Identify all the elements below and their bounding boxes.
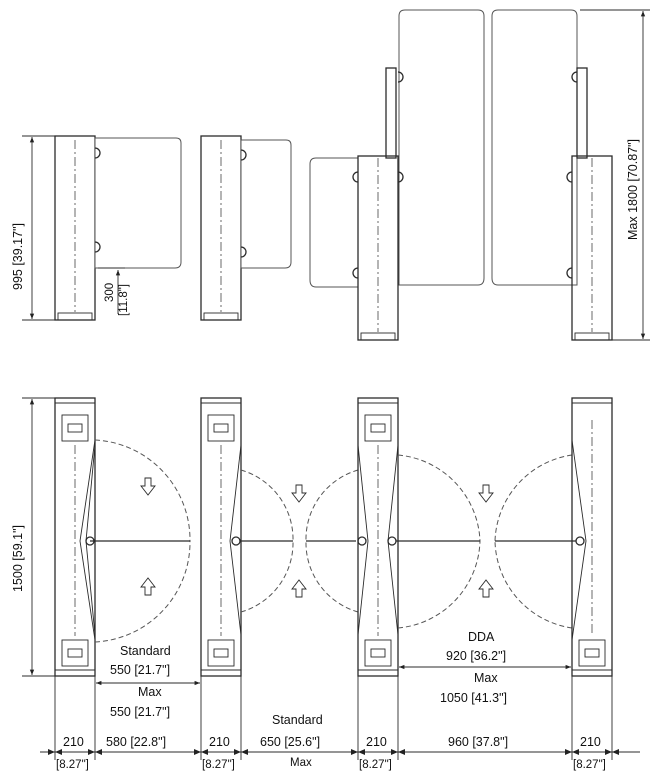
lane-2-max: Max <box>290 757 312 769</box>
side-cabinet-1: 300 [11.8"] <box>54 135 182 321</box>
dda-max-value: 1050 [41.3"] <box>440 691 507 705</box>
dda-max-title: Max <box>474 671 498 685</box>
cabinet-2-width: 210 <box>209 735 230 749</box>
standard-title: Standard <box>120 644 171 658</box>
cabinet-4-width: 210 <box>580 735 601 749</box>
max-height-label: Max 1800 [70.87"] <box>626 139 640 240</box>
arrow-down-icon <box>140 477 156 496</box>
lane-3-flaps <box>396 454 576 629</box>
length-dimension: 1500 [59.1"] <box>11 397 55 677</box>
lane-1-flaps <box>85 439 191 643</box>
cabinet-3-width: 210 <box>366 735 387 749</box>
side-cabinet-3-tall <box>309 9 485 341</box>
lane-1-width: 580 [22.8"] <box>106 735 166 749</box>
lane-2-width: 650 [25.6"] <box>260 735 320 749</box>
height-dimension: 995 [39.17"] <box>11 135 55 321</box>
lane-3-width: 960 [37.8"] <box>448 735 508 749</box>
plan-cabinet-3 <box>357 397 399 677</box>
cabinet-3-width-in: [8.27"] <box>359 759 392 771</box>
lane-3-width-labels: DDA 920 [36.2"] Max 1050 [41.3"] <box>399 630 571 705</box>
max-value: 550 [21.7"] <box>110 705 170 719</box>
arrow-down-icon <box>291 484 307 503</box>
side-elevation: 995 [39.17"] 300 [11.8"] <box>11 9 650 341</box>
length-label: 1500 [59.1"] <box>11 525 25 592</box>
clearance-label-1: 300 <box>104 283 116 302</box>
side-cabinet-2 <box>200 135 292 321</box>
clearance-label-2: [11.8"] <box>118 284 130 316</box>
plan-cabinet-2 <box>200 397 242 677</box>
cabinet-1-width-in: [8.27"] <box>56 759 89 771</box>
bottom-dimension-chain: 210 [8.27"] 580 [22.8"] 210 [8.27"] Stan… <box>40 676 640 771</box>
arrow-up-icon <box>291 579 307 598</box>
lane-1-width-labels: Standard 550 [21.7"] Max 550 [21.7"] <box>96 644 200 719</box>
max-height-dimension: Max 1800 [70.87"] <box>580 9 650 341</box>
dda-title: DDA <box>468 630 495 644</box>
arrow-up-icon <box>140 577 156 596</box>
cabinet-4-width-in: [8.27"] <box>573 759 606 771</box>
cabinet-1-width: 210 <box>63 735 84 749</box>
arrow-down-icon <box>478 484 494 503</box>
standard-value: 550 [21.7"] <box>110 663 170 677</box>
plan-view: 1500 [59.1"] <box>11 397 640 771</box>
lane-2-title: Standard <box>272 713 323 727</box>
plan-cabinet-4 <box>571 397 613 677</box>
arrow-up-icon <box>478 579 494 598</box>
cabinet-2-width-in: [8.27"] <box>202 759 235 771</box>
height-label: 995 [39.17"] <box>11 223 25 290</box>
side-cabinet-4-tall <box>491 9 613 341</box>
max-title: Max <box>138 685 162 699</box>
dda-value: 920 [36.2"] <box>446 649 506 663</box>
lane-2-flaps <box>240 469 359 613</box>
